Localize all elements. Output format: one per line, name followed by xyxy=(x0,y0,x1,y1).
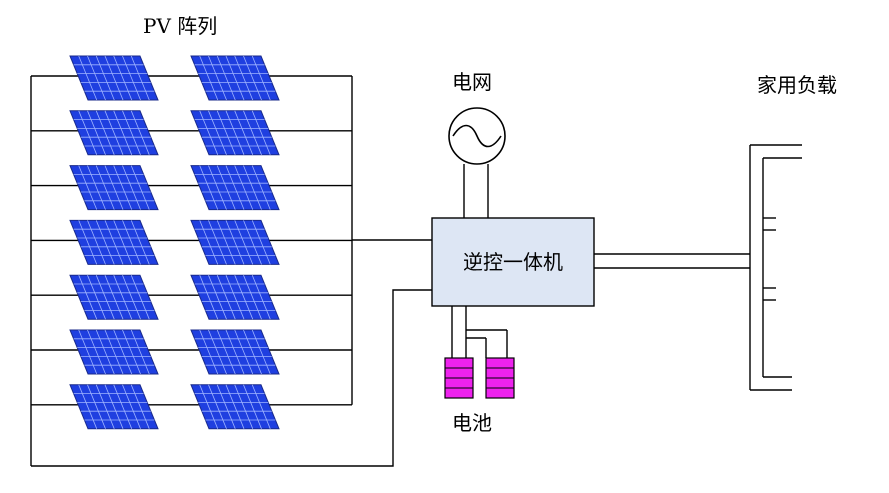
solar-panel xyxy=(190,329,280,375)
grid-label: 电网 xyxy=(452,70,492,94)
solar-panel xyxy=(69,165,159,211)
pv-array-label: PV 阵列 xyxy=(143,14,218,38)
solar-panel xyxy=(190,165,280,211)
solar-panel xyxy=(190,219,280,265)
household-load-label: 家用负载 xyxy=(757,73,837,97)
battery-bank xyxy=(444,357,515,399)
load-connection xyxy=(594,253,750,269)
solar-panel xyxy=(69,274,159,320)
battery-label: 电池 xyxy=(452,411,492,435)
pv-array xyxy=(69,55,280,430)
solar-panel xyxy=(69,384,159,430)
battery-wiring xyxy=(451,306,508,358)
solar-panel xyxy=(190,274,280,320)
inverter-label: 逆控一体机 xyxy=(463,250,563,274)
solar-panel xyxy=(69,110,159,156)
grid-symbol xyxy=(448,107,506,218)
solar-panel xyxy=(69,329,159,375)
solar-panel xyxy=(69,55,159,101)
solar-panel xyxy=(190,384,280,430)
solar-panel xyxy=(69,219,159,265)
inverter-box xyxy=(431,217,595,307)
battery-cell xyxy=(485,357,515,399)
solar-panel xyxy=(190,110,280,156)
solar-panel xyxy=(190,55,280,101)
load-bus xyxy=(749,144,802,391)
battery-cell xyxy=(444,357,474,399)
